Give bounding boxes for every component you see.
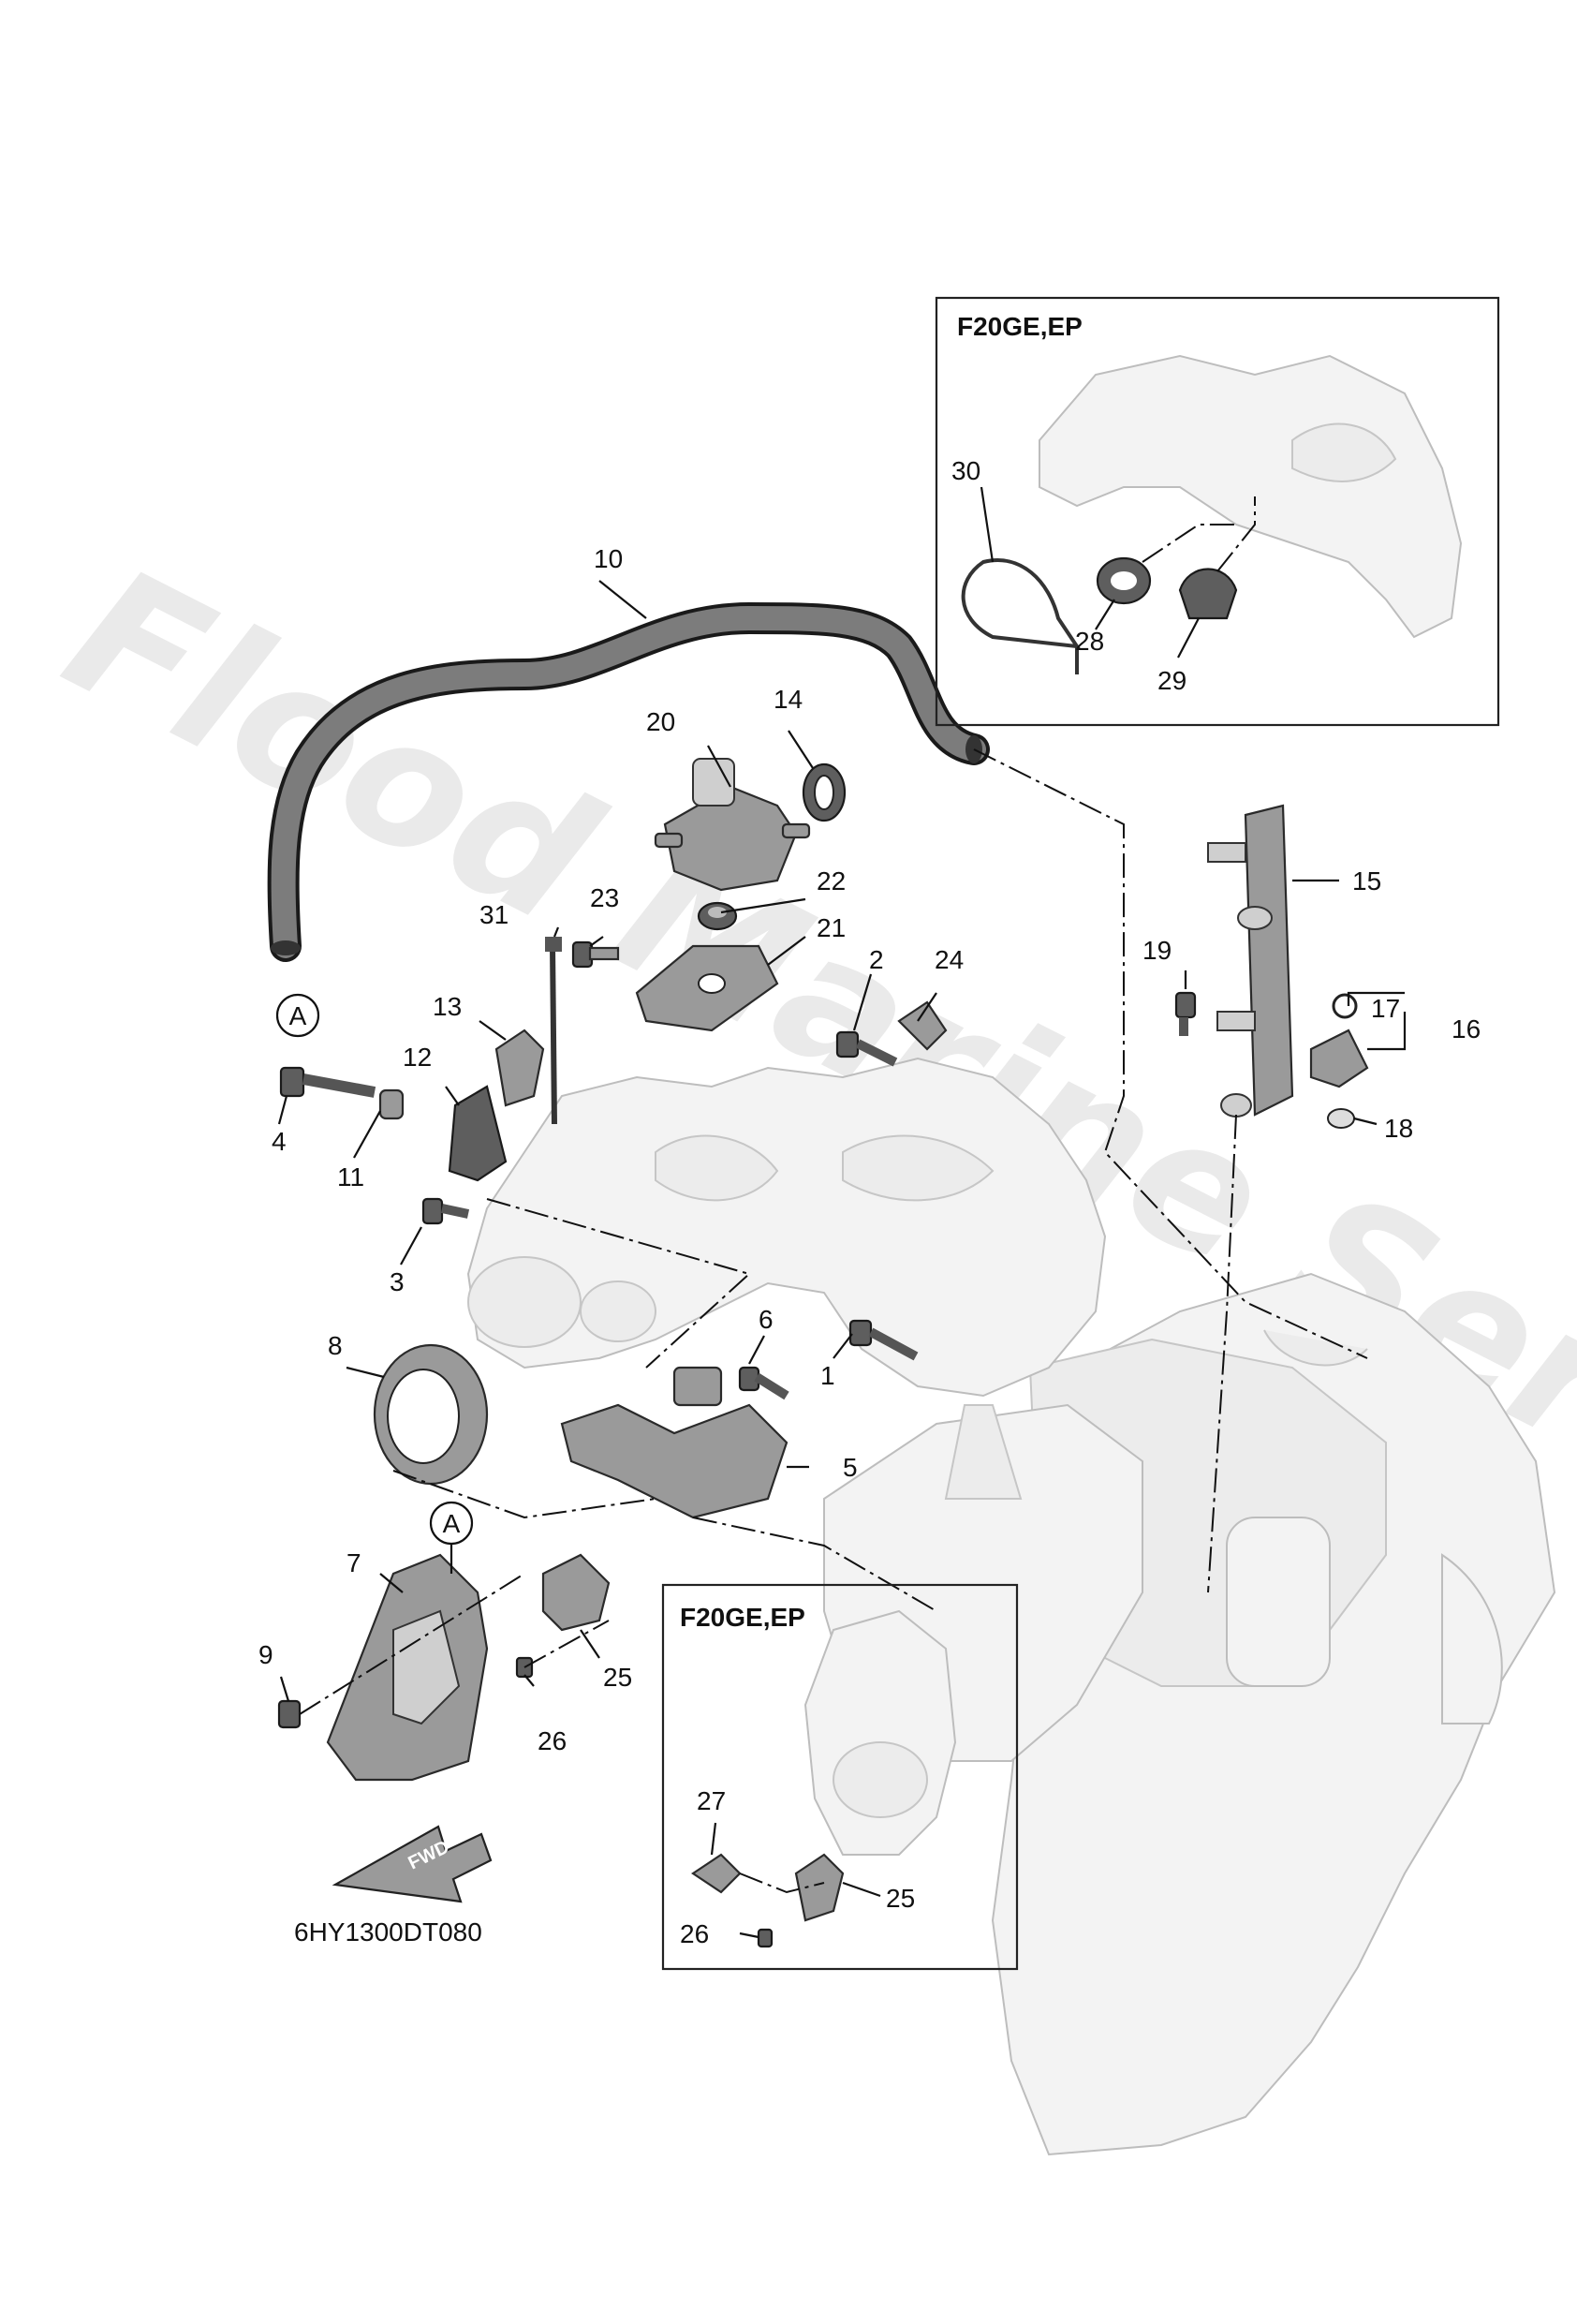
fwd-arrow: FWD	[332, 1825, 493, 1903]
part-bolt-2	[835, 1030, 898, 1067]
callout-24: 24	[935, 945, 964, 974]
callout-9: 9	[258, 1640, 273, 1669]
callout-25: 25	[603, 1663, 632, 1692]
part-bracket-25	[541, 1553, 611, 1632]
callout-6: 6	[759, 1305, 774, 1334]
callout-labels: 1 2 3 4 5 6 7 8 9 10 11 12 13 14 15 16 1…	[258, 456, 1481, 1948]
callout-5: 5	[843, 1453, 858, 1482]
callout-19: 19	[1142, 936, 1172, 965]
inset-box-bottom: F20GE,EP	[661, 1583, 1019, 1971]
assembly-lines	[299, 748, 1368, 1715]
callout-17: 17	[1371, 994, 1400, 1023]
inset-box-top: F20GE,EP	[935, 296, 1500, 727]
callout-3: 3	[390, 1267, 405, 1296]
part-bracket-21	[635, 944, 779, 1032]
part-valve-20	[654, 758, 811, 892]
part-clip-13	[494, 1029, 545, 1107]
engine-block-ghost	[823, 1272, 1556, 2156]
callout-20: 20	[646, 707, 675, 736]
part-hose-10	[267, 601, 990, 962]
callout-1: 1	[820, 1361, 835, 1390]
callout-28: 28	[1075, 627, 1104, 656]
callout-26: 26	[538, 1726, 567, 1755]
part-seal-8	[373, 1343, 489, 1486]
callout-11: 11	[337, 1162, 364, 1192]
callout-7: 7	[346, 1548, 361, 1577]
part-bolt-1	[848, 1319, 919, 1361]
callout-10: 10	[594, 544, 623, 573]
svg-text:A: A	[443, 1509, 461, 1538]
part-washer-18	[1327, 1108, 1355, 1129]
part-silencer-7	[326, 1553, 489, 1782]
callout-26-inset: 26	[680, 1919, 709, 1948]
callout-22: 22	[817, 866, 846, 896]
intake-manifold-ghost	[466, 1057, 1107, 1398]
svg-text:A: A	[289, 1001, 307, 1030]
callout-23: 23	[590, 883, 619, 912]
callout-14: 14	[774, 685, 803, 714]
callout-31: 31	[479, 900, 508, 929]
callout-29: 29	[1157, 666, 1186, 695]
inset-box-bottom-title: F20GE,EP	[680, 1603, 805, 1632]
part-tie-31	[545, 937, 562, 1125]
part-bracket-5	[560, 1366, 788, 1519]
callout-18: 18	[1384, 1114, 1413, 1143]
part-grommet-22	[697, 901, 738, 931]
callout-30: 30	[951, 456, 980, 485]
drawing-code: 6HY1300DT080	[294, 1917, 482, 1947]
callout-27: 27	[697, 1786, 726, 1815]
part-bolt-23	[571, 940, 620, 969]
callout-12: 12	[403, 1043, 432, 1072]
part-bolt-9	[277, 1699, 302, 1729]
callout-16: 16	[1452, 1014, 1481, 1044]
part-clip-24	[897, 1000, 948, 1051]
callout-21: 21	[817, 913, 846, 942]
callout-4: 4	[272, 1127, 287, 1156]
part-oring-17	[1332, 993, 1358, 1019]
part-bolt-3	[421, 1197, 470, 1225]
reference-marker-a-bottom: A	[429, 1501, 474, 1574]
part-bolt-6	[738, 1366, 789, 1400]
part-spacer-11	[378, 1088, 405, 1120]
part-bolt-4	[279, 1066, 376, 1098]
inset-box-top-title: F20GE,EP	[957, 312, 1083, 341]
callout-13: 13	[433, 992, 462, 1021]
callout-25-inset: 25	[886, 1884, 915, 1913]
part-clamp-14	[802, 762, 847, 822]
part-fuel-rail-15	[1207, 804, 1294, 1118]
callout-8: 8	[328, 1331, 343, 1360]
callout-2: 2	[869, 945, 884, 974]
callout-15: 15	[1352, 866, 1381, 896]
part-injector-16	[1309, 1029, 1369, 1088]
leader-lines	[277, 580, 1407, 1702]
part-bracket-12	[448, 1085, 508, 1182]
reference-marker-a-top: A	[275, 993, 320, 1038]
part-bolt-19	[1174, 991, 1197, 1036]
